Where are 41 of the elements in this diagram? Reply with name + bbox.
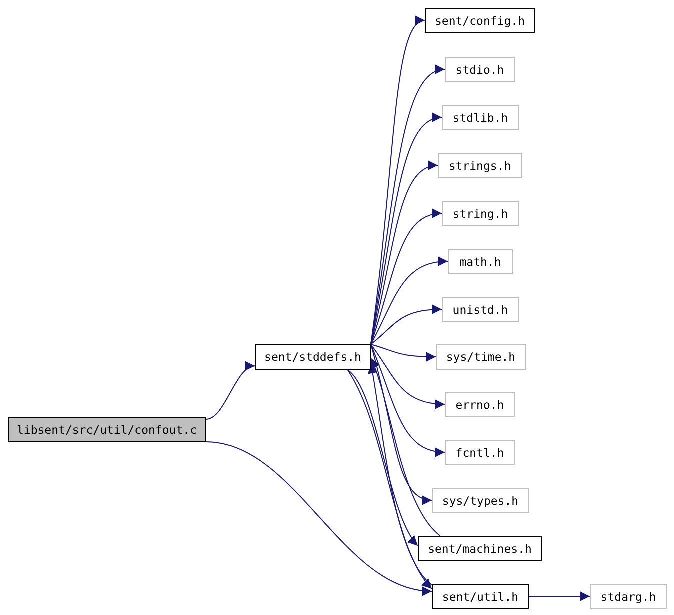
include-arrow	[206, 363, 256, 420]
file-name: string.h	[452, 206, 508, 220]
file-name: stdarg.h	[600, 590, 656, 604]
file-name: sys/time.h	[446, 350, 516, 364]
file-name: sent/util.h	[442, 590, 519, 604]
include-arrow	[206, 442, 432, 596]
include-arrow	[347, 370, 432, 590]
file-box	[442, 201, 519, 226]
file-box	[442, 297, 519, 322]
file-box	[425, 8, 535, 33]
file-name: libsent/src/util/confout.c	[16, 422, 197, 436]
file-box	[438, 153, 522, 178]
file-box	[418, 536, 542, 561]
file-box	[590, 584, 667, 609]
include-arrow	[370, 344, 436, 362]
include-arrow	[370, 344, 446, 409]
file-name: sys/types.h	[442, 494, 519, 508]
file-box	[8, 417, 206, 442]
file-name: strings.h	[448, 158, 512, 172]
include-arrow	[370, 344, 446, 457]
file-box	[445, 440, 515, 465]
file-box	[448, 249, 513, 274]
file-name: errno.h	[456, 398, 504, 412]
file-box	[432, 488, 529, 513]
file-box	[436, 344, 526, 370]
file-name: math.h	[460, 254, 502, 268]
file-box	[442, 105, 519, 130]
file-name: stdlib.h	[452, 110, 508, 124]
file-name: sent/stddefs.h	[264, 350, 362, 364]
file-name: stdio.h	[456, 62, 504, 76]
include-arrow	[528, 592, 590, 602]
file-box	[255, 344, 371, 370]
file-name: sent/machines.h	[428, 542, 532, 556]
file-name: fcntl.h	[456, 446, 504, 460]
include-arrow	[347, 370, 418, 546]
include-arrow	[370, 358, 441, 536]
file-name: unistd.h	[452, 302, 508, 316]
file-name: sent/config.h	[434, 14, 525, 28]
file-box	[445, 57, 515, 82]
file-box	[445, 392, 515, 417]
file-box	[432, 584, 529, 609]
